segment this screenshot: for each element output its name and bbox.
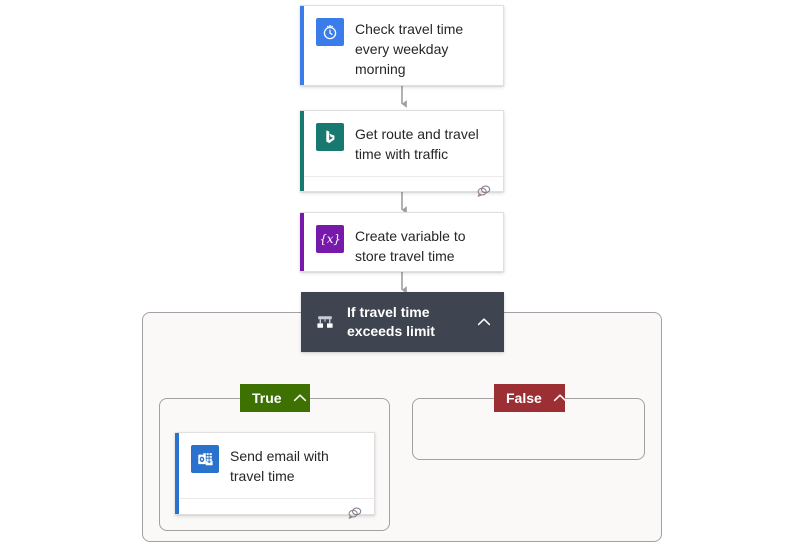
node-title: Send email with travel time — [230, 448, 329, 484]
node-title: Get route and travel time with traffic — [355, 126, 479, 162]
node-header: Send email with travel time — [175, 433, 374, 498]
comment-icon[interactable] — [347, 506, 363, 520]
node-footer — [300, 176, 503, 204]
branch-false-label: False — [506, 390, 542, 406]
bing-maps-icon — [316, 123, 344, 151]
comment-icon[interactable] — [476, 184, 492, 198]
variable-braces-icon: {x} — [316, 225, 344, 253]
flow-node-send-email[interactable]: Send email with travel time — [175, 432, 375, 519]
flow-node-bing-maps[interactable]: Get route and travel time with traffic — [300, 110, 504, 197]
flow-node-initialize-variable[interactable]: {x} Create variable to store travel time — [300, 212, 504, 272]
recurrence-clock-icon — [316, 18, 344, 46]
outlook-icon — [191, 445, 219, 473]
node-accent-bar — [300, 111, 304, 191]
node-footer — [175, 498, 374, 526]
condition-header[interactable]: If travel time exceeds limit — [301, 292, 504, 352]
chevron-up-icon[interactable] — [476, 314, 492, 330]
node-title: Create variable to store travel time — [355, 228, 466, 264]
node-header: Check travel time every weekday morning — [300, 6, 503, 91]
node-accent-bar — [300, 213, 304, 271]
branch-true-label: True — [252, 390, 282, 406]
condition-title: If travel time exceeds limit — [347, 304, 435, 339]
condition-branch-icon — [315, 308, 335, 336]
node-header: {x} Create variable to store travel time — [300, 213, 503, 278]
chevron-up-icon[interactable] — [292, 390, 308, 406]
node-accent-bar — [175, 433, 179, 514]
node-title: Check travel time every weekday morning — [355, 21, 464, 77]
chevron-up-icon[interactable] — [552, 390, 568, 406]
node-accent-bar — [300, 6, 304, 85]
node-header: Get route and travel time with traffic — [300, 111, 503, 176]
branch-false-badge[interactable]: False — [494, 384, 568, 412]
flow-node-trigger-recurrence[interactable]: Check travel time every weekday morning — [300, 5, 504, 86]
branch-true-badge[interactable]: True — [240, 384, 310, 412]
